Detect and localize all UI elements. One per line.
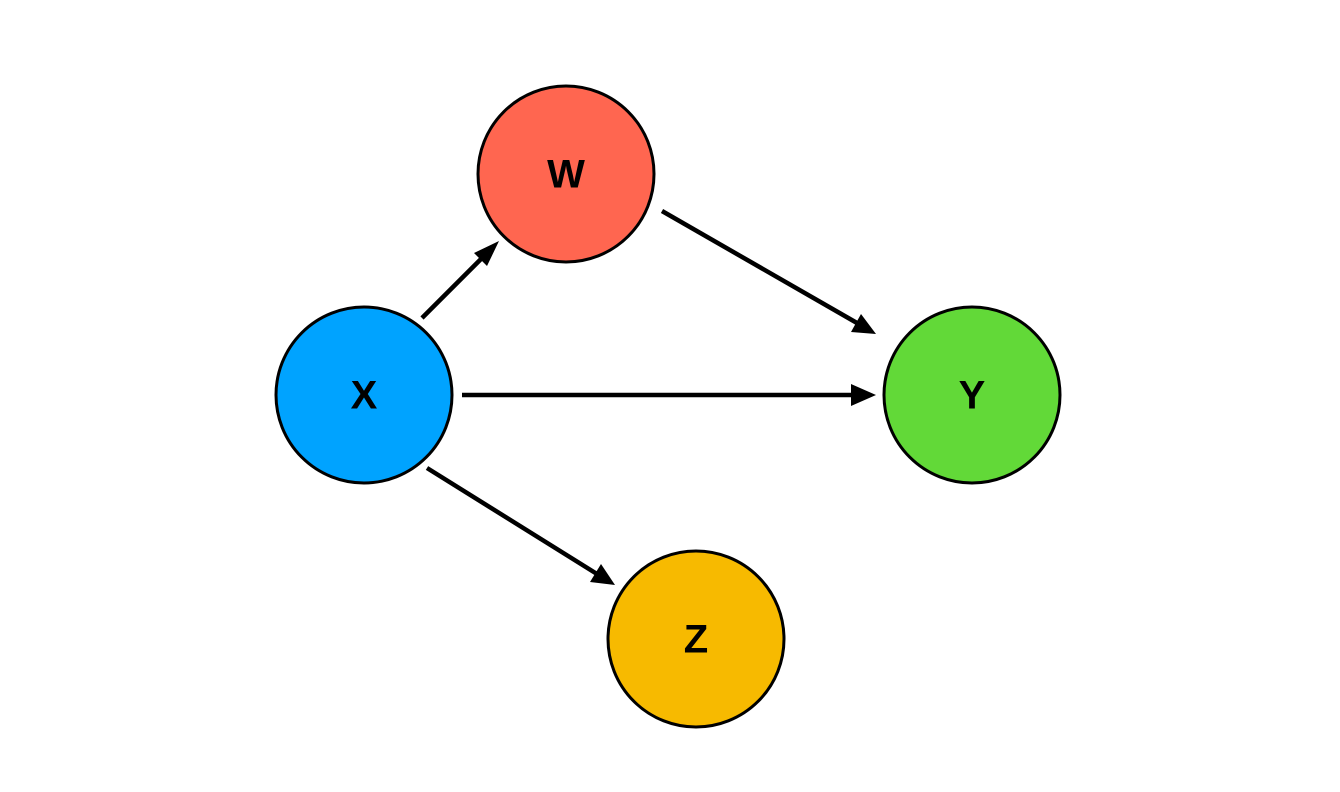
edge-x-to-y — [462, 384, 876, 406]
node-z-circle — [606, 549, 786, 729]
edges — [420, 209, 876, 585]
node-y: Y — [882, 305, 1062, 485]
node-y-circle — [882, 305, 1062, 485]
node-z: Z — [606, 549, 786, 729]
node-z-label: Z — [684, 618, 708, 662]
node-w: W — [476, 84, 656, 264]
node-w-circle — [476, 84, 656, 264]
node-x: X — [274, 305, 454, 485]
edge-x-to-w — [420, 241, 499, 320]
edge-x-to-z — [425, 466, 615, 585]
node-x-circle — [274, 305, 454, 485]
node-w-label: W — [547, 153, 585, 197]
edge-w-to-y — [660, 209, 876, 334]
node-y-label: Y — [959, 374, 986, 418]
node-x-label: X — [351, 374, 378, 418]
